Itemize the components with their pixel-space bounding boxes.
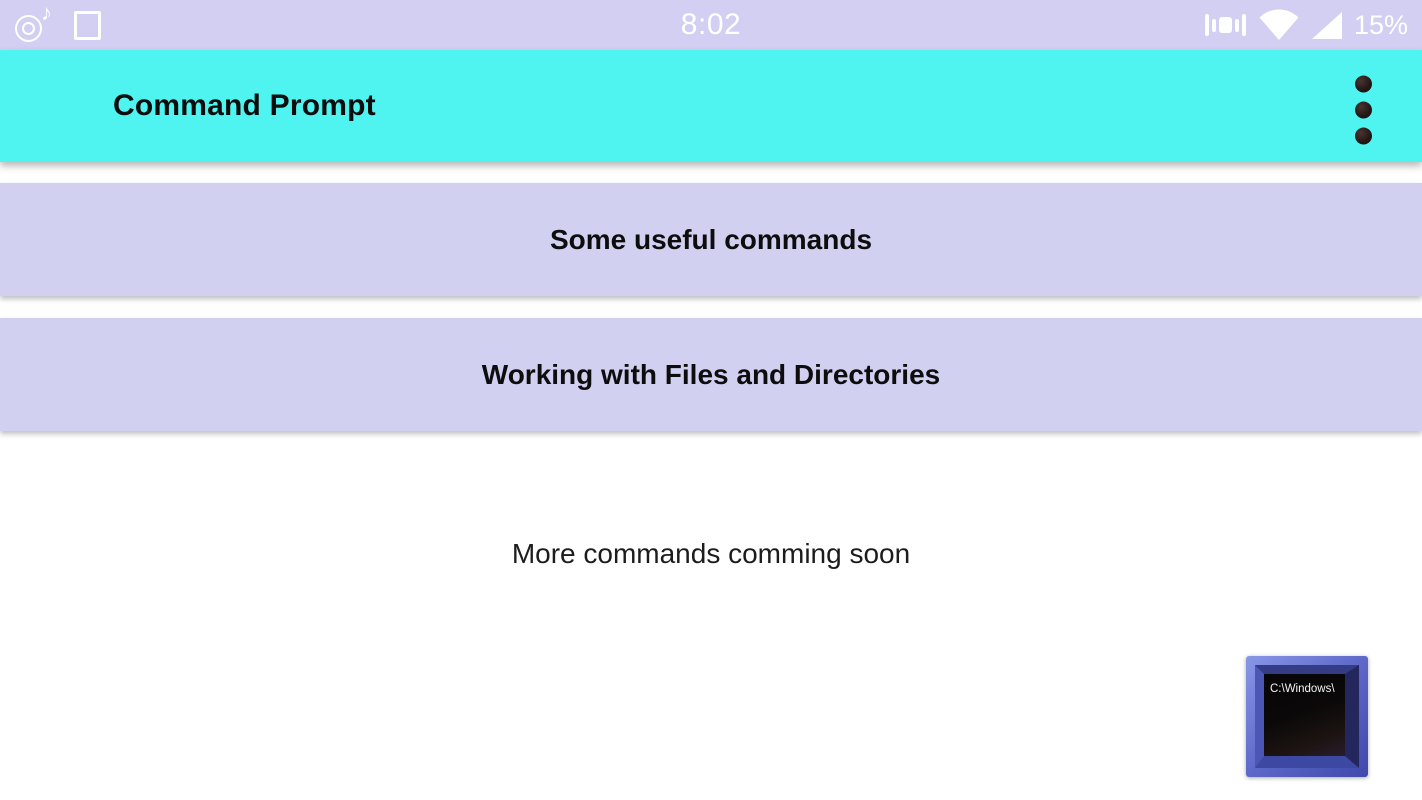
list-item-label: Working with Files and Directories (481, 358, 941, 390)
command-prompt-path-text: C:\Windows\ (1270, 683, 1335, 695)
list-item-label: Some useful commands (549, 223, 873, 255)
overflow-menu-button[interactable] (1345, 70, 1382, 151)
status-clock: 8:02 (680, 8, 742, 41)
list-item-useful-commands[interactable]: Some useful commands (0, 183, 1422, 296)
app-bar: Command Prompt (0, 50, 1422, 162)
music-icon-outer-ring (15, 15, 42, 42)
command-prompt-window-icon[interactable]: C:\Windows\ (1246, 656, 1368, 777)
vibrate-icon (1204, 14, 1246, 36)
list-item-files-directories[interactable]: Working with Files and Directories (0, 318, 1422, 431)
music-note-icon: ♪ (14, 0, 52, 46)
battery-percentage: 15% (1353, 9, 1408, 40)
coming-soon-message: More commands comming soon (511, 538, 911, 569)
cell-signal-icon (1311, 11, 1342, 39)
overflow-dot-icon (1355, 127, 1372, 145)
music-icon-inner-ring (22, 22, 35, 35)
wifi-icon (1258, 9, 1300, 41)
square-outline-icon (74, 10, 101, 40)
status-right-icons: 15% (1204, 0, 1408, 50)
status-left-icons: ♪ (14, 0, 101, 50)
overflow-dot-icon (1355, 101, 1372, 119)
music-icon-note: ♪ (41, 0, 52, 25)
command-prompt-screen: C:\Windows\ (1255, 665, 1359, 768)
status-bar: ♪ 8:02 15% (0, 0, 1422, 50)
overflow-dot-icon (1355, 75, 1372, 93)
page-title: Command Prompt (113, 89, 376, 122)
